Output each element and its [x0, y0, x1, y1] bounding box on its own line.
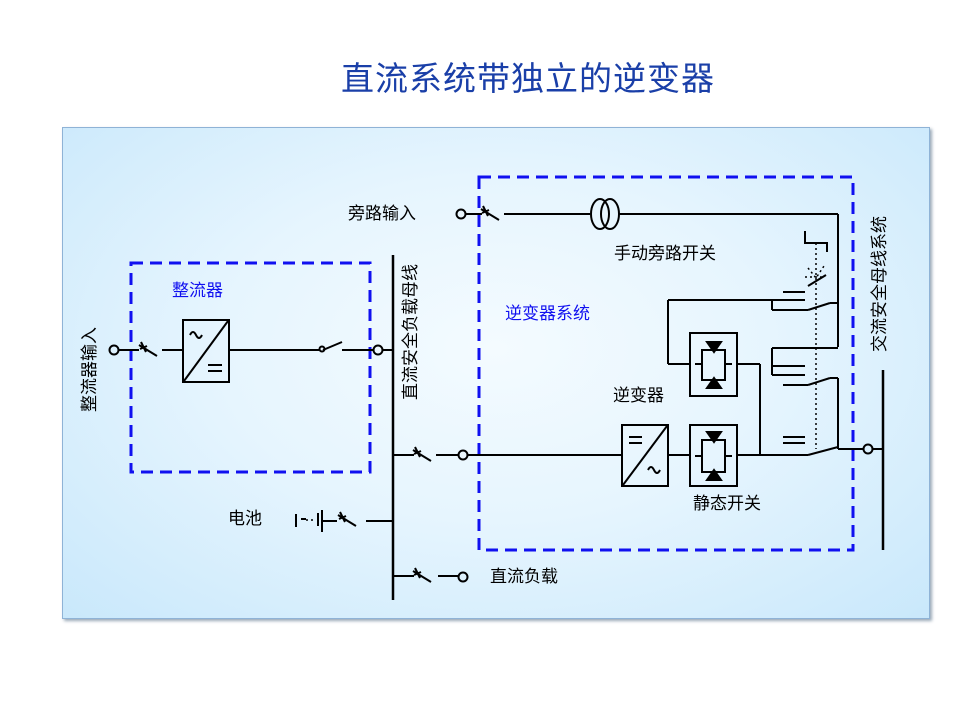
thyristor-icon: [695, 341, 732, 389]
label-bypass-input: 旁路输入: [348, 204, 416, 224]
label-rectifier: 整流器: [172, 281, 223, 301]
rectifier-box: [129, 261, 372, 474]
breaker-icon: [480, 205, 500, 221]
thyristor-icon: [695, 431, 732, 481]
label-ac-bus: 交流安全母线系统: [870, 216, 890, 352]
static-switch-upper: [667, 299, 805, 455]
label-manual-bypass-switch: 手动旁路开关: [614, 244, 716, 264]
label-static-switch: 静态开关: [693, 494, 761, 514]
inverter-path: [393, 424, 883, 487]
dc-load-path: [393, 567, 469, 583]
page-title: 直流系统带独立的逆变器: [341, 59, 715, 98]
rectifier-input-terminal: [108, 344, 120, 356]
battery-icon: [295, 510, 323, 532]
label-battery: 电池: [228, 509, 262, 529]
switch-icon: [322, 341, 343, 351]
breaker-icon: [412, 446, 432, 462]
breaker-icon: [412, 567, 432, 583]
bypass-path: [455, 198, 839, 449]
transformer-icon: [590, 198, 610, 230]
label-inverter-system: 逆变器系统: [505, 304, 590, 324]
diagram-panel: [62, 127, 930, 619]
breaker-icon: [138, 341, 158, 357]
battery-path: [295, 510, 393, 532]
inverter-system-box: [477, 175, 855, 552]
label-rectifier-input: 整流器输入: [80, 327, 100, 412]
label-inverter: 逆变器: [613, 386, 664, 406]
label-dc-bus: 直流安全负载母线: [401, 264, 421, 400]
label-dc-load: 直流负载: [490, 567, 558, 587]
breaker-icon: [337, 511, 357, 527]
rectifier-path: [108, 319, 393, 383]
